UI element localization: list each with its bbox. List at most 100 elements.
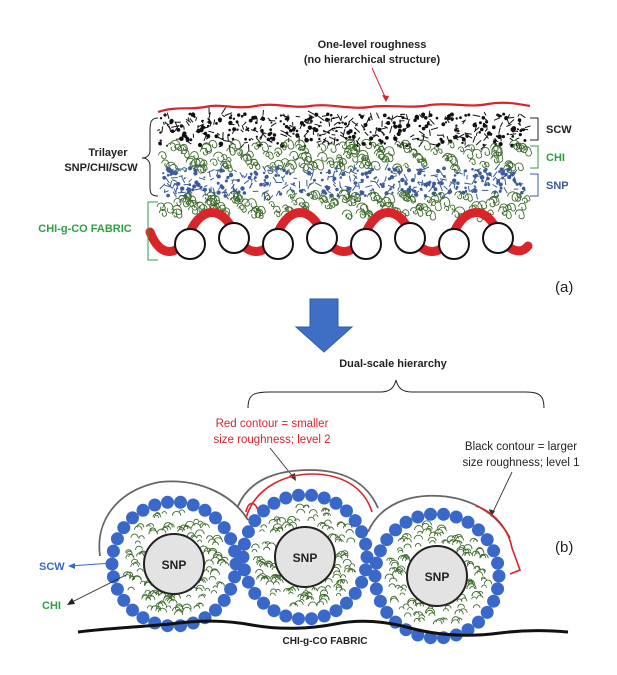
snp-dot: [313, 178, 316, 182]
snp-dot: [219, 168, 224, 173]
scw-bead: [368, 569, 382, 583]
snp-dot: [309, 183, 312, 186]
scw-dot: [450, 117, 454, 121]
scw-dot: [369, 131, 372, 134]
scw-dot: [511, 135, 515, 138]
snp-dot: [436, 168, 441, 174]
snp-dot: [341, 172, 346, 177]
scw-dot: [318, 125, 321, 128]
snp-dot: [423, 174, 426, 177]
scw-dot: [254, 121, 258, 124]
scw-bead: [279, 491, 293, 505]
scw-dot: [392, 121, 396, 125]
scw-bead: [224, 582, 238, 596]
scw-bead: [472, 523, 485, 537]
fabric-fiber-circle: [482, 222, 514, 254]
scw-bead: [360, 550, 374, 564]
scw-bead: [373, 594, 387, 608]
scw-dot: [295, 133, 300, 138]
snp-dot: [389, 175, 395, 180]
snp-dot: [473, 188, 478, 193]
scw-dot: [444, 121, 448, 124]
snp-dot: [364, 194, 367, 197]
snp-dot: [360, 172, 365, 176]
snp-dot: [499, 186, 503, 190]
scw-bead: [317, 609, 331, 623]
snp-dot: [325, 185, 329, 189]
snp-dot: [391, 191, 394, 194]
scw-bead: [461, 623, 475, 637]
scw-dot: [292, 132, 295, 135]
smaller-roughness-contour: [475, 505, 522, 575]
scw-dot: [189, 138, 193, 142]
fabric-label: CHI-g-CO FABRIC: [38, 223, 132, 235]
scw-dot: [382, 113, 387, 118]
snp-dot: [176, 187, 179, 190]
chi-side-label: CHI: [42, 600, 61, 612]
particle-chitosan-shell: [384, 520, 493, 625]
snp-dot: [515, 182, 519, 186]
snp-dot: [455, 187, 458, 191]
scw-bead: [241, 525, 255, 539]
scw-bead: [110, 532, 124, 546]
scw-dot: [269, 136, 273, 140]
scw-bead: [237, 537, 251, 551]
scw-dot: [492, 140, 497, 144]
layer-label-scw: SCW: [546, 124, 572, 136]
scw-dot: [382, 133, 385, 136]
scw-dot: [193, 115, 196, 118]
snp-dot: [507, 175, 512, 180]
scw-bead: [317, 491, 331, 505]
scw-dot: [393, 136, 396, 139]
snp-dot: [259, 182, 263, 187]
scw-dot: [221, 137, 224, 141]
scw-dot: [206, 134, 211, 139]
scw-bead: [380, 533, 394, 547]
snp-dot: [319, 171, 323, 175]
snp-dot: [476, 169, 480, 172]
layer-label-snp: SNP: [546, 180, 569, 192]
fabric-baseline: [77, 619, 569, 637]
scw-dot: [478, 131, 482, 134]
snp-dot: [510, 172, 515, 177]
scw-dot: [518, 133, 522, 137]
scw-dot: [336, 138, 339, 142]
snp-dot: [224, 179, 228, 183]
snp-dot: [464, 186, 467, 190]
scw-dot: [422, 115, 425, 118]
scw-dot: [185, 138, 190, 143]
scw-dot: [453, 136, 457, 140]
snp-dot: [413, 189, 417, 193]
fabric-label-b: CHI-g-CO FABRIC: [283, 636, 368, 647]
scw-pointer-head: [68, 563, 75, 569]
snp-dot: [414, 192, 419, 197]
snp-dot: [279, 192, 283, 196]
scw-dot: [244, 137, 248, 141]
scw-dot: [348, 135, 352, 139]
scw-dot: [511, 128, 516, 133]
scw-bead: [136, 611, 150, 625]
scw-dot: [158, 141, 162, 146]
snp-dot: [364, 171, 369, 176]
scw-dot: [465, 134, 469, 138]
scw-bead: [480, 605, 494, 619]
snp-dot: [426, 181, 431, 186]
scw-bead: [348, 514, 362, 528]
scw-bead: [126, 511, 139, 525]
scw-bead: [237, 563, 251, 577]
snp-dot: [277, 174, 281, 177]
scw-dot: [251, 115, 256, 120]
scw-bead: [305, 488, 318, 502]
trilayer-label-line1: Trilayer: [88, 147, 128, 159]
snp-dot: [307, 171, 312, 176]
scw-bead: [117, 593, 131, 607]
scw-dot: [206, 124, 210, 128]
scw-dot: [276, 142, 280, 145]
scw-dot: [243, 112, 247, 116]
snp-dot: [282, 168, 286, 173]
scw-bead: [224, 532, 238, 546]
scw-dot: [421, 112, 426, 117]
snp-dot: [289, 172, 292, 176]
snp-dot: [440, 181, 444, 186]
fabric-fiber-circle: [438, 228, 470, 260]
